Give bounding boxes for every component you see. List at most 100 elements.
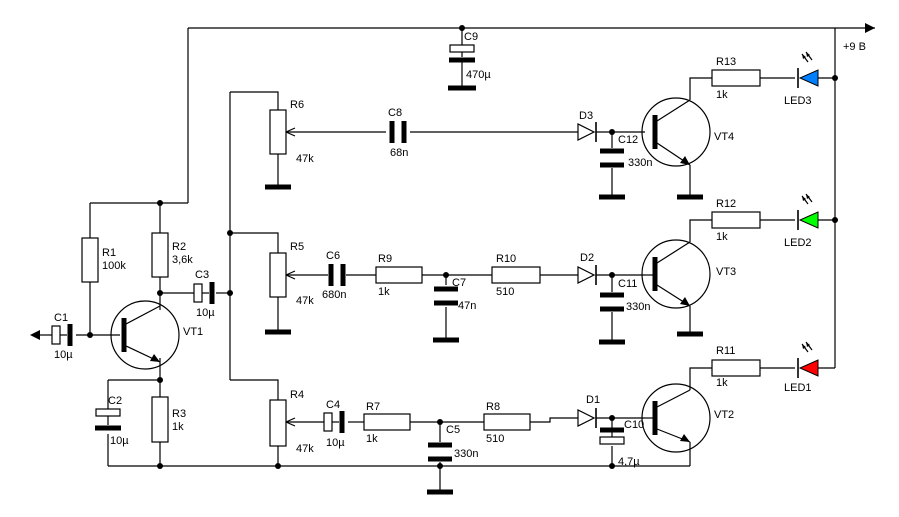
c3-ref: C3 (195, 269, 209, 281)
resistor-r10: R10 510 (491, 253, 541, 298)
led2-ref: LED2 (784, 237, 812, 249)
r10-value: 510 (496, 286, 514, 298)
r3-ref: R3 (172, 408, 186, 420)
resistor-r9: R9 1k (375, 253, 423, 298)
capacitor-c2: C2 10µ (95, 395, 129, 447)
c5-value: 330n (454, 448, 478, 460)
r1-ref: R1 (102, 247, 116, 259)
c1-ref: C1 (54, 312, 68, 324)
supply-arrow-icon (865, 23, 875, 33)
capacitor-c7: C7 47n (434, 277, 476, 312)
r11-value: 1k (716, 377, 728, 389)
resistor-r11: R11 1k (711, 345, 761, 389)
r13-value: 1k (716, 89, 728, 101)
r4-ref: R4 (290, 389, 304, 401)
c4-value: 10µ (326, 437, 345, 449)
junctions (87, 25, 838, 469)
c3-value: 10µ (196, 307, 215, 319)
resistor-r2: R2 3,6k (151, 232, 193, 278)
resistor-r7: R7 1k (363, 401, 411, 445)
c5-ref: C5 (446, 424, 460, 436)
r6-value: 47k (296, 153, 314, 165)
r9-value: 1k (378, 286, 390, 298)
capacitor-c9: C9 470µ (449, 31, 491, 81)
c1-value: 10µ (54, 349, 73, 361)
c8-ref: C8 (388, 107, 402, 119)
diode-d2: D2 (577, 252, 597, 285)
r8-ref: R8 (486, 401, 500, 413)
vt3-ref: VT3 (716, 266, 736, 278)
c9-ref: C9 (464, 31, 478, 43)
potentiometer-r5: R5 47k (269, 241, 314, 307)
capacitor-c1: C1 10µ (51, 312, 73, 361)
r2-value: 3,6k (172, 254, 193, 266)
d2-ref: D2 (580, 252, 594, 264)
r13-ref: R13 (716, 56, 736, 68)
r3-value: 1k (172, 421, 184, 433)
supply-label: +9 В (843, 41, 866, 53)
resistor-r1: R1 100k (81, 237, 126, 283)
diode-d3: D3 (577, 110, 597, 142)
r10-ref: R10 (496, 253, 516, 265)
capacitor-c6: C6 680n (322, 250, 346, 301)
c2-ref: C2 (108, 395, 122, 407)
led-led1: LED1 (784, 341, 819, 394)
r7-value: 1k (366, 433, 378, 445)
c11-ref: C11 (618, 278, 637, 290)
diode-d1: D1 (577, 394, 600, 428)
capacitor-c4: C4 10µ (323, 399, 345, 449)
d1-ref: D1 (586, 394, 600, 406)
transistor-vt4: VT4 (641, 97, 734, 167)
resistor-r13: R13 1k (711, 56, 761, 101)
c7-ref: C7 (452, 277, 466, 289)
input-arrow-icon (30, 330, 40, 340)
r4-value: 47k (296, 443, 314, 455)
led-led3: LED3 (784, 51, 819, 107)
ground-symbols (265, 85, 703, 495)
c4-ref: C4 (326, 399, 340, 411)
capacitor-c11: C11 330n (600, 278, 650, 313)
vt4-ref: VT4 (714, 131, 734, 143)
vt2-ref: VT2 (714, 409, 734, 421)
resistor-r3: R3 1k (151, 396, 186, 443)
c6-value: 680n (322, 289, 346, 301)
c12-ref: C12 (618, 134, 638, 146)
r8-value: 510 (486, 433, 504, 445)
c6-ref: C6 (326, 250, 340, 262)
capacitor-c8: C8 68n (388, 107, 408, 159)
c11-value: 330n (626, 301, 650, 313)
led3-ref: LED3 (784, 95, 812, 107)
c10-ref: C10 (624, 419, 644, 431)
r1-value: 100k (102, 260, 126, 272)
r5-value: 47k (296, 295, 314, 307)
c9-value: 470µ (466, 69, 491, 81)
r11-ref: R11 (716, 345, 735, 357)
transistor-vt1: VT1 (110, 300, 203, 370)
resistor-r8: R8 510 (483, 401, 531, 445)
led-led2: LED2 (784, 193, 819, 249)
c2-value: 10µ (110, 435, 129, 447)
c8-value: 68n (390, 147, 408, 159)
r12-ref: R12 (716, 198, 736, 210)
wires (36, 27, 875, 492)
led1-ref: LED1 (784, 382, 812, 394)
transistor-vt2: VT2 (641, 383, 734, 453)
transistor-vt3: VT3 (641, 239, 736, 309)
capacitor-c3: C3 10µ (193, 269, 215, 319)
r7-ref: R7 (366, 401, 380, 413)
capacitor-c10: C10 4,7µ (599, 419, 644, 468)
c10-value: 4,7µ (618, 456, 640, 468)
potentiometer-r4: R4 47k (269, 389, 314, 455)
r5-ref: R5 (290, 241, 304, 253)
r2-ref: R2 (172, 241, 186, 253)
capacitor-c5: C5 330n (428, 424, 478, 462)
resistor-r12: R12 1k (711, 198, 761, 243)
r6-ref: R6 (290, 99, 304, 111)
r12-value: 1k (716, 231, 728, 243)
vt1-ref: VT1 (183, 326, 203, 338)
c12-value: 330n (628, 157, 652, 169)
r9-ref: R9 (378, 253, 392, 265)
c7-value: 47n (458, 300, 476, 312)
potentiometer-r6: R6 47k (269, 99, 314, 165)
